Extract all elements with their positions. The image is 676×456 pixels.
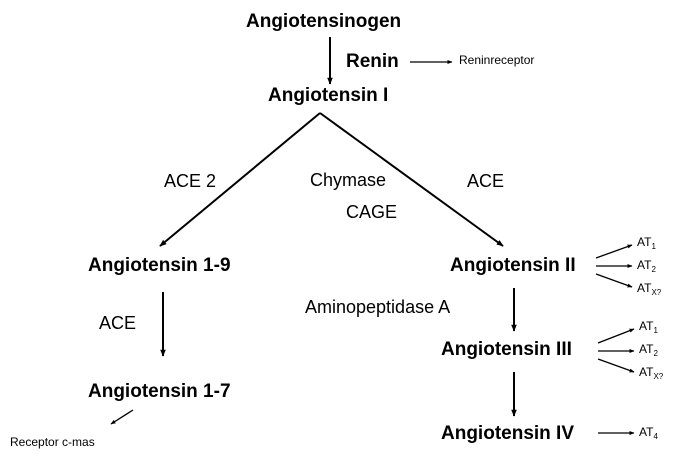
receptor-atx-angiotensin-2: ATX? [637,281,662,297]
arrow-angiotensin-1-to-angiotensin-1-9 [159,112,321,247]
arrow-angiotensin-2-to-atx [595,273,633,288]
receptor-at1-angiotensin-2: AT1 [637,235,656,251]
enzyme-renin: Renin [346,51,399,72]
enzyme-chymase: Chymase [310,170,387,190]
receptor-c-mas: Receptor c-mas [10,435,95,449]
node-angiotensin-4: Angiotensin IV [441,423,574,444]
receptor-at2-angiotensin-3: AT2 [639,342,658,358]
enzyme-ace2: ACE 2 [164,171,217,191]
arrow-angiotensin-3-to-at1 [597,328,635,344]
enzyme-aminopeptidase-a: Aminopeptidase A [305,297,451,317]
node-angiotensin-3: Angiotensin III [441,339,572,360]
node-angiotensinogen: Angiotensinogen [246,11,402,32]
arrow-angiotensin-3-to-atx [597,358,635,373]
enzyme-ace-left: ACE [99,313,137,333]
arrow-angiotensin-1-to-angiotensin-2 [319,112,504,247]
arrow-angiotensin-2-to-at1 [595,244,633,259]
enzyme-cage: CAGE [346,202,398,222]
receptor-reninreceptor: Reninreceptor [459,53,535,67]
receptor-at1-angiotensin-3: AT1 [639,319,658,335]
node-angiotensin-1-9: Angiotensin 1-9 [88,255,231,276]
node-angiotensin-1-7: Angiotensin 1-7 [88,381,231,402]
receptor-at2-angiotensin-2: AT2 [637,258,656,274]
arrow-angiotensin-1-7-to-c-mas [110,409,134,425]
node-angiotensin-1: Angiotensin I [268,85,389,106]
receptor-at4: AT4 [639,425,658,441]
receptor-atx-angiotensin-3: ATX? [639,365,664,381]
enzyme-ace-right: ACE [467,171,505,191]
node-angiotensin-2: Angiotensin II [450,255,576,276]
